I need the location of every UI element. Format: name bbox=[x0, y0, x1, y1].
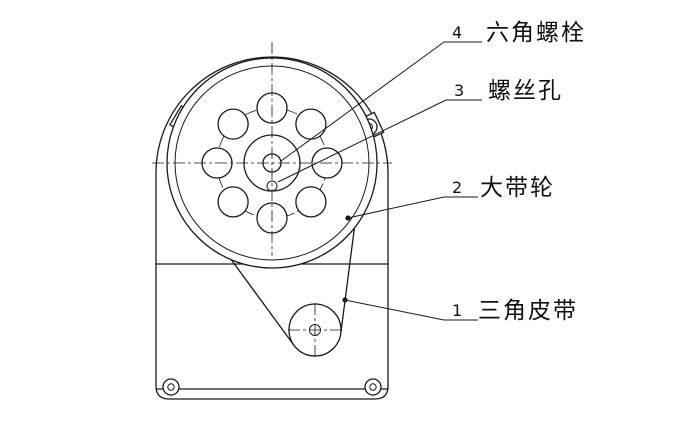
callout-number-3: 3 bbox=[454, 81, 464, 100]
pulley-hole bbox=[217, 186, 249, 218]
leader-line-1 bbox=[344, 299, 445, 321]
base-bolt-left bbox=[162, 378, 180, 396]
callout-label-screw-hole: 螺丝孔 bbox=[488, 78, 563, 104]
leader-line-4 bbox=[280, 41, 445, 162]
base-bolt-left-head-icon bbox=[167, 383, 175, 391]
callout-screw-hole: 3 螺丝孔 bbox=[277, 78, 563, 183]
callout-number-1: 1 bbox=[452, 301, 462, 320]
base-bolt-left-washer-icon bbox=[162, 378, 180, 396]
callout-hex-bolt: 4 六角螺栓 bbox=[280, 20, 586, 162]
small-pulley bbox=[288, 303, 342, 357]
leader-line-3 bbox=[277, 99, 447, 183]
base-bolt-right-washer-icon bbox=[364, 378, 382, 396]
callout-label-large-pulley: 大带轮 bbox=[480, 175, 555, 201]
leader-line-2 bbox=[347, 196, 445, 219]
center-lines bbox=[152, 42, 392, 256]
base-bolt-right-head-icon bbox=[369, 383, 377, 391]
base-bolt-right bbox=[364, 378, 382, 396]
callout-v-belt: 1 三角皮带 bbox=[342, 297, 578, 324]
pulley-hole bbox=[295, 186, 327, 218]
callout-label-v-belt: 三角皮带 bbox=[478, 298, 578, 324]
leader-dot-1 bbox=[342, 297, 348, 303]
pulley-hole bbox=[295, 108, 327, 140]
leader-dot-2 bbox=[345, 215, 351, 221]
callout-number-4: 4 bbox=[452, 23, 462, 42]
callout-number-2: 2 bbox=[452, 178, 462, 197]
pulley-hole bbox=[217, 108, 249, 140]
callout-label-hex-bolt: 六角螺栓 bbox=[486, 20, 586, 46]
callout-large-pulley: 2 大带轮 bbox=[345, 175, 555, 221]
